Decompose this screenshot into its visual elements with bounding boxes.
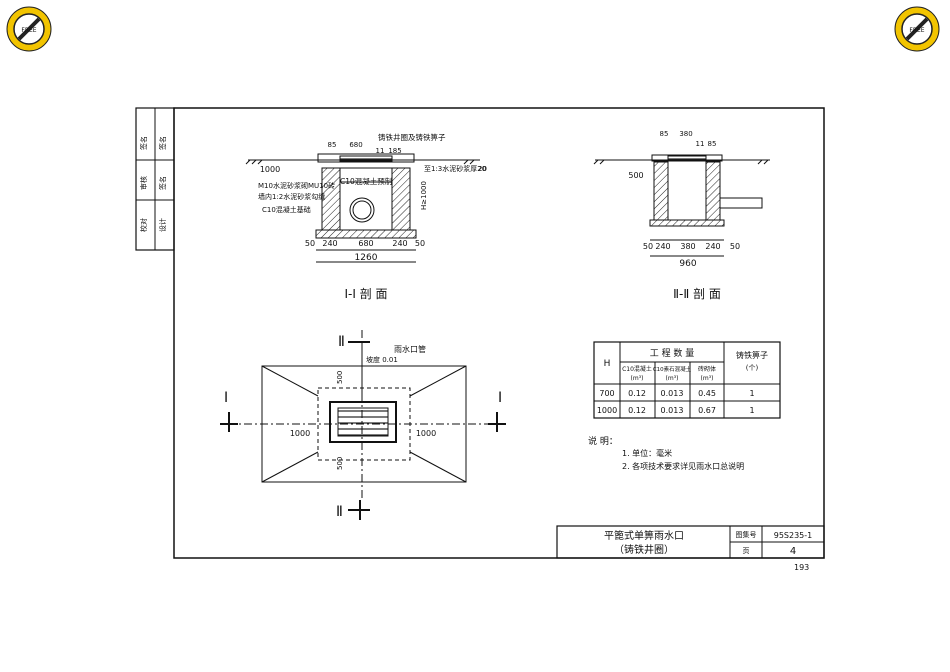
- sec1-dim-85: 85: [328, 141, 337, 149]
- sec1-dim-h: H≥1000: [420, 181, 428, 210]
- table-row2-c3: 0.67: [698, 406, 716, 415]
- sec1-title: Ⅰ-Ⅰ 剖 面: [344, 287, 387, 301]
- title-line-2: （铸铁井圈）: [614, 543, 674, 556]
- plan-dim-500-bottom: 500: [336, 457, 344, 470]
- sec2-dim-380: 380: [679, 130, 692, 138]
- plan-view: Ⅱ Ⅱ Ⅰ Ⅰ 雨水口管 坡度 0.01 500 500 1000 1000: [220, 330, 506, 520]
- title-line-1: 平篦式单箅雨水口: [604, 529, 684, 542]
- plan-label-pipe: 雨水口管: [394, 344, 426, 354]
- table-col3-unit: (m³): [701, 375, 714, 382]
- sec1-dim-4: 240: [392, 239, 407, 248]
- plan-dim-1000-right: 1000: [416, 429, 436, 438]
- table-col4: 铸铁箅子: [736, 350, 768, 360]
- sec1-dim-185: 185: [388, 147, 401, 155]
- sec2-dim-2: 240: [655, 242, 670, 251]
- sec2-dim-500: 500: [628, 171, 643, 180]
- side-cell-4: 签名: [139, 136, 148, 150]
- table-col3: 砖砌体: [698, 365, 716, 373]
- sec1-dim-20: 20: [478, 165, 487, 173]
- table-row2-c1: 0.12: [628, 406, 646, 415]
- plan-mark-I-left: Ⅰ: [224, 390, 228, 406]
- table-row1-c2: 0.013: [661, 389, 684, 398]
- section-2-2: 960 50 240 380 240 50 85 380 11 85 500 Ⅱ…: [593, 130, 770, 301]
- sec1-dim-680: 680: [349, 141, 362, 149]
- table-row1-c1: 0.12: [628, 389, 646, 398]
- plan-dim-500-top: 500: [336, 371, 344, 384]
- table-row1-h: 700: [599, 389, 614, 398]
- sec2-dim-4: 240: [705, 242, 720, 251]
- page-value: 4: [790, 546, 796, 557]
- sec1-callout-top: 铸铁井圈及铸铁箅子: [378, 132, 446, 142]
- drawing-frame: [173, 107, 825, 559]
- table-col-h: H: [604, 359, 611, 369]
- badge-center-text: FREE: [21, 27, 36, 34]
- side-cell-2: 校对: [139, 218, 148, 232]
- watermark-badge-right: FREE: [894, 6, 940, 52]
- table-row1-c3: 0.45: [698, 389, 716, 398]
- table-row2-c2: 0.013: [661, 406, 684, 415]
- side-cell-5: 签名: [158, 136, 167, 150]
- plan-dim-1000-left: 1000: [290, 429, 310, 438]
- table-row2-h: 1000: [597, 406, 617, 415]
- table-col2: C10素石混凝土: [653, 365, 692, 373]
- page-number: 193: [794, 563, 809, 572]
- sec1-callout-concrete: C10混凝土预制: [340, 176, 392, 186]
- plan-label-slope: 坡度 0.01: [366, 355, 398, 364]
- sec1-callout-base: C10混凝土基础: [262, 205, 311, 214]
- plan-mark-II-bottom: Ⅱ: [336, 504, 343, 520]
- sec1-dim-1: 50: [305, 239, 315, 248]
- table-header-group: 工 程 数 量: [650, 347, 695, 359]
- table-col4-unit: (个): [746, 364, 759, 372]
- plan-mark-II-top: Ⅱ: [338, 334, 345, 350]
- title-block: 平篦式单箅雨水口 （铸铁井圈） 图集号 95S235-1 页 4: [556, 525, 825, 559]
- side-cell-6: 签名: [158, 176, 167, 190]
- page-label: 页: [743, 547, 750, 555]
- approval-side-block: 审核 校对 设计 签名 签名 签名: [135, 107, 175, 251]
- sec2-dim-85: 85: [660, 130, 669, 138]
- sec1-dim-5: 50: [415, 239, 425, 248]
- table-col1: C10混凝土: [622, 365, 652, 373]
- side-cell-1: 审核: [139, 176, 148, 190]
- sec2-dim-11: 11: [696, 140, 705, 148]
- quantity-table: H 工 程 数 量 C10混凝土 (m³) C10素石混凝土 (m³) 砖砌体 …: [593, 341, 781, 419]
- sec2-dim-85b: 85: [708, 140, 717, 148]
- badge-center-text: FREE: [909, 27, 924, 34]
- sec2-total: 960: [679, 259, 696, 269]
- notes-item-2: 2. 各项技术要求详见雨水口总说明: [622, 461, 744, 471]
- table-row1-c4: 1: [749, 389, 754, 398]
- watermark-badge-left: FREE: [6, 6, 52, 52]
- sec1-callout-wall-1: M10水泥砂浆砌MU10砖: [258, 181, 335, 190]
- sec1-dim-1000: 1000: [260, 165, 280, 174]
- side-cell-3: 设计: [158, 218, 167, 232]
- sec1-callout-right: 至1:3水泥砂浆厚20: [424, 164, 486, 173]
- table-col1-unit: (m³): [631, 375, 644, 382]
- sec1-callout-wall-2: 墙内1:2水泥砂浆勾缝: [258, 192, 325, 201]
- table-row2-c4: 1: [749, 406, 754, 415]
- notes-item-1: 1. 单位：毫米: [622, 448, 672, 458]
- sec1-dim-3: 680: [358, 239, 373, 248]
- section-1-1: 1260 50 240 680 240 50 85 680 11 185 100…: [245, 132, 487, 301]
- atlas-value: 95S235-1: [774, 531, 813, 540]
- plan-mark-I-right: Ⅰ: [498, 390, 502, 406]
- notes: 说 明： 1. 单位：毫米 2. 各项技术要求详见雨水口总说明: [588, 435, 744, 471]
- sec2-dim-1: 50: [643, 242, 653, 251]
- sec2-title: Ⅱ-Ⅱ 剖 面: [673, 287, 721, 301]
- sec1-dim-11: 11: [376, 147, 385, 155]
- sec1-dim-2: 240: [322, 239, 337, 248]
- atlas-label: 图集号: [736, 530, 757, 539]
- sec2-dim-3: 380: [680, 242, 695, 251]
- table-col2-unit: (m³): [666, 375, 679, 382]
- sec2-dim-5: 50: [730, 242, 740, 251]
- sec1-total: 1260: [355, 253, 378, 263]
- notes-heading: 说 明：: [588, 435, 618, 447]
